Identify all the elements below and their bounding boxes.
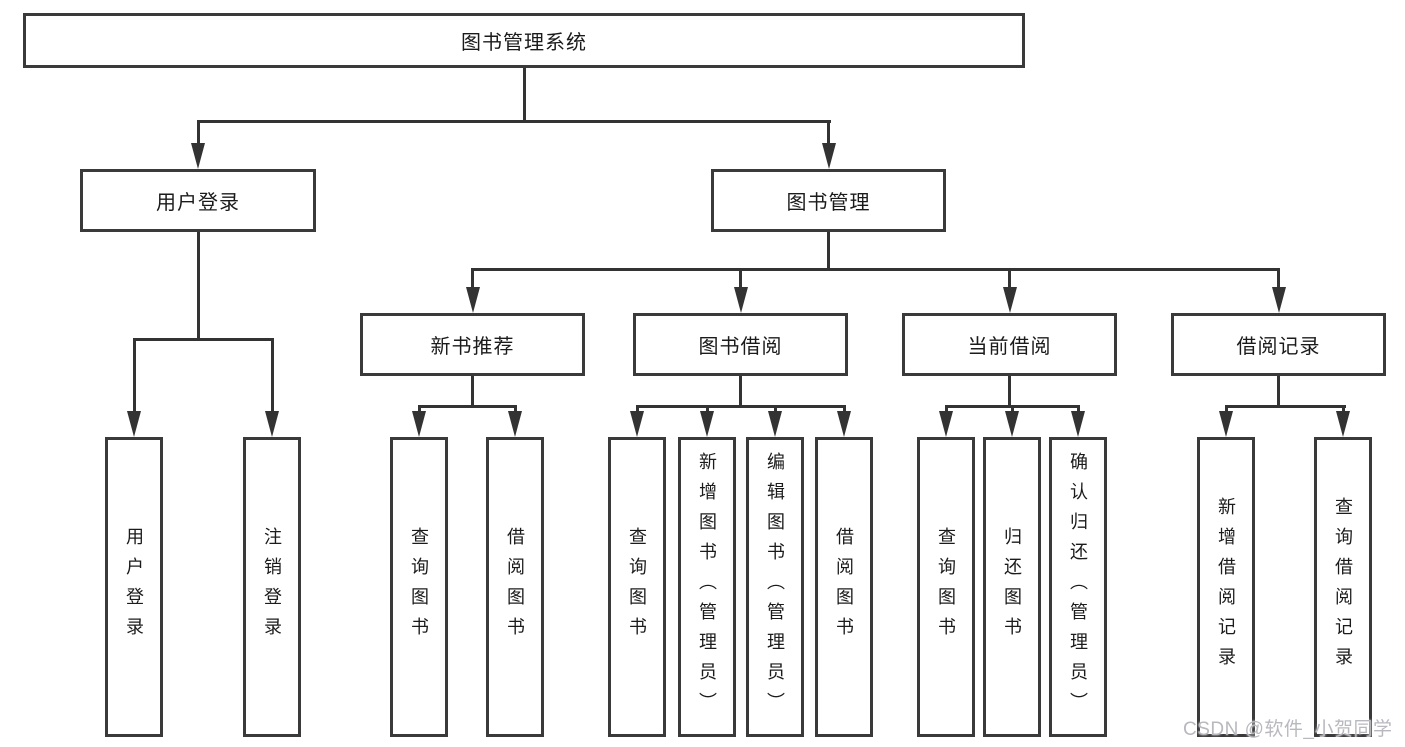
node-label: 查询图书	[936, 527, 956, 647]
node-label: 新增借阅记录	[1216, 497, 1236, 677]
arrow-down-icon	[191, 143, 205, 169]
leaf-query-books-current: 查询图书	[917, 437, 975, 737]
node-label: 当前借阅	[967, 336, 1052, 358]
arrow-down-icon	[127, 411, 141, 437]
arrow-down-icon	[1071, 411, 1085, 437]
node-label: 编辑图书（管理员）	[765, 452, 785, 722]
connector-line	[1277, 268, 1280, 289]
node-label: 确认归还（管理员）	[1068, 452, 1088, 722]
arrow-down-icon	[265, 411, 279, 437]
leaf-confirm-return-admin: 确认归还（管理员）	[1049, 437, 1107, 737]
connector-line	[196, 232, 200, 341]
connector-line	[522, 68, 526, 121]
node-label: 归还图书	[1002, 527, 1022, 647]
connector-line	[513, 405, 517, 413]
node-label: 用户登录	[124, 527, 144, 647]
node-label: 注销登录	[262, 527, 282, 647]
node-label: 查询图书	[627, 527, 647, 647]
node-label: 用户登录	[156, 192, 240, 214]
node-label: 借阅记录	[1236, 336, 1321, 358]
node-label: 借阅图书	[505, 527, 525, 647]
arrow-down-icon	[821, 143, 836, 169]
leaf-add-books-admin: 新增图书（管理员）	[678, 437, 736, 737]
node-book-management: 图书管理	[711, 169, 946, 232]
node-library-management-system: 图书管理系统	[23, 13, 1025, 68]
connector-line	[773, 405, 777, 413]
node-label: 图书管理系统	[461, 32, 587, 54]
leaf-return-books: 归还图书	[983, 437, 1041, 737]
connector-line	[944, 405, 948, 413]
connector-line	[1076, 405, 1080, 413]
arrow-down-icon	[508, 411, 522, 437]
connector-line	[1008, 376, 1011, 407]
connector-line	[417, 405, 517, 408]
node-new-book-recommendation: 新书推荐	[360, 313, 585, 376]
leaf-query-books-borrowing: 查询图书	[608, 437, 666, 737]
csdn-watermark: CSDN @软件_小贺同学	[1183, 719, 1393, 740]
connector-line	[635, 405, 846, 408]
node-borrowing-records: 借阅记录	[1171, 313, 1386, 376]
connector-line	[705, 405, 709, 413]
arrow-down-icon	[1336, 411, 1350, 437]
leaf-query-borrow-record: 查询借阅记录	[1314, 437, 1372, 737]
connector-line	[1008, 268, 1011, 289]
connector-line	[842, 405, 846, 413]
arrow-down-icon	[465, 287, 480, 313]
node-label: 图书管理	[786, 192, 871, 214]
connector-line	[132, 338, 136, 413]
leaf-edit-books-admin: 编辑图书（管理员）	[746, 437, 804, 737]
connector-line	[471, 268, 474, 289]
arrow-down-icon	[939, 411, 953, 437]
leaf-query-books-recommend: 查询图书	[390, 437, 448, 737]
leaf-borrow-books-borrowing: 借阅图书	[815, 437, 873, 737]
connector-line	[270, 338, 274, 413]
connector-line	[1224, 405, 1228, 413]
node-current-borrowing: 当前借阅	[902, 313, 1117, 376]
arrow-down-icon	[733, 287, 748, 313]
connector-line	[827, 120, 830, 145]
connector-line	[739, 268, 742, 289]
connector-line	[739, 376, 742, 407]
connector-line	[1277, 376, 1280, 407]
node-label: 图书借阅	[698, 336, 783, 358]
node-label: 新书推荐	[430, 336, 515, 358]
node-user-login: 用户登录	[80, 169, 316, 232]
arrow-down-icon	[412, 411, 426, 437]
connector-line	[471, 268, 1280, 271]
connector-line	[827, 232, 830, 270]
arrow-down-icon	[1219, 411, 1233, 437]
leaf-user-login: 用户登录	[105, 437, 163, 737]
connector-line	[417, 405, 421, 413]
connector-line	[132, 338, 274, 341]
connector-line	[635, 405, 639, 413]
leaf-borrow-books-recommend: 借阅图书	[486, 437, 544, 737]
arrow-down-icon	[768, 411, 782, 437]
arrow-down-icon	[1002, 287, 1017, 313]
node-label: 查询借阅记录	[1333, 497, 1353, 677]
arrow-down-icon	[1005, 411, 1019, 437]
arrow-down-icon	[700, 411, 714, 437]
node-book-borrowing: 图书借阅	[633, 313, 848, 376]
connector-line	[1224, 405, 1346, 408]
connector-line	[196, 120, 831, 123]
node-label: 查询图书	[409, 527, 429, 647]
connector-line	[196, 120, 200, 145]
connector-line	[1010, 405, 1014, 413]
node-label: 借阅图书	[834, 527, 854, 647]
arrow-down-icon	[1271, 287, 1286, 313]
connector-line	[471, 376, 474, 407]
arrow-down-icon	[630, 411, 644, 437]
arrow-down-icon	[837, 411, 851, 437]
node-label: 新增图书（管理员）	[697, 452, 717, 722]
leaf-logout: 注销登录	[243, 437, 301, 737]
leaf-add-borrow-record: 新增借阅记录	[1197, 437, 1255, 737]
connector-line	[1341, 405, 1345, 413]
